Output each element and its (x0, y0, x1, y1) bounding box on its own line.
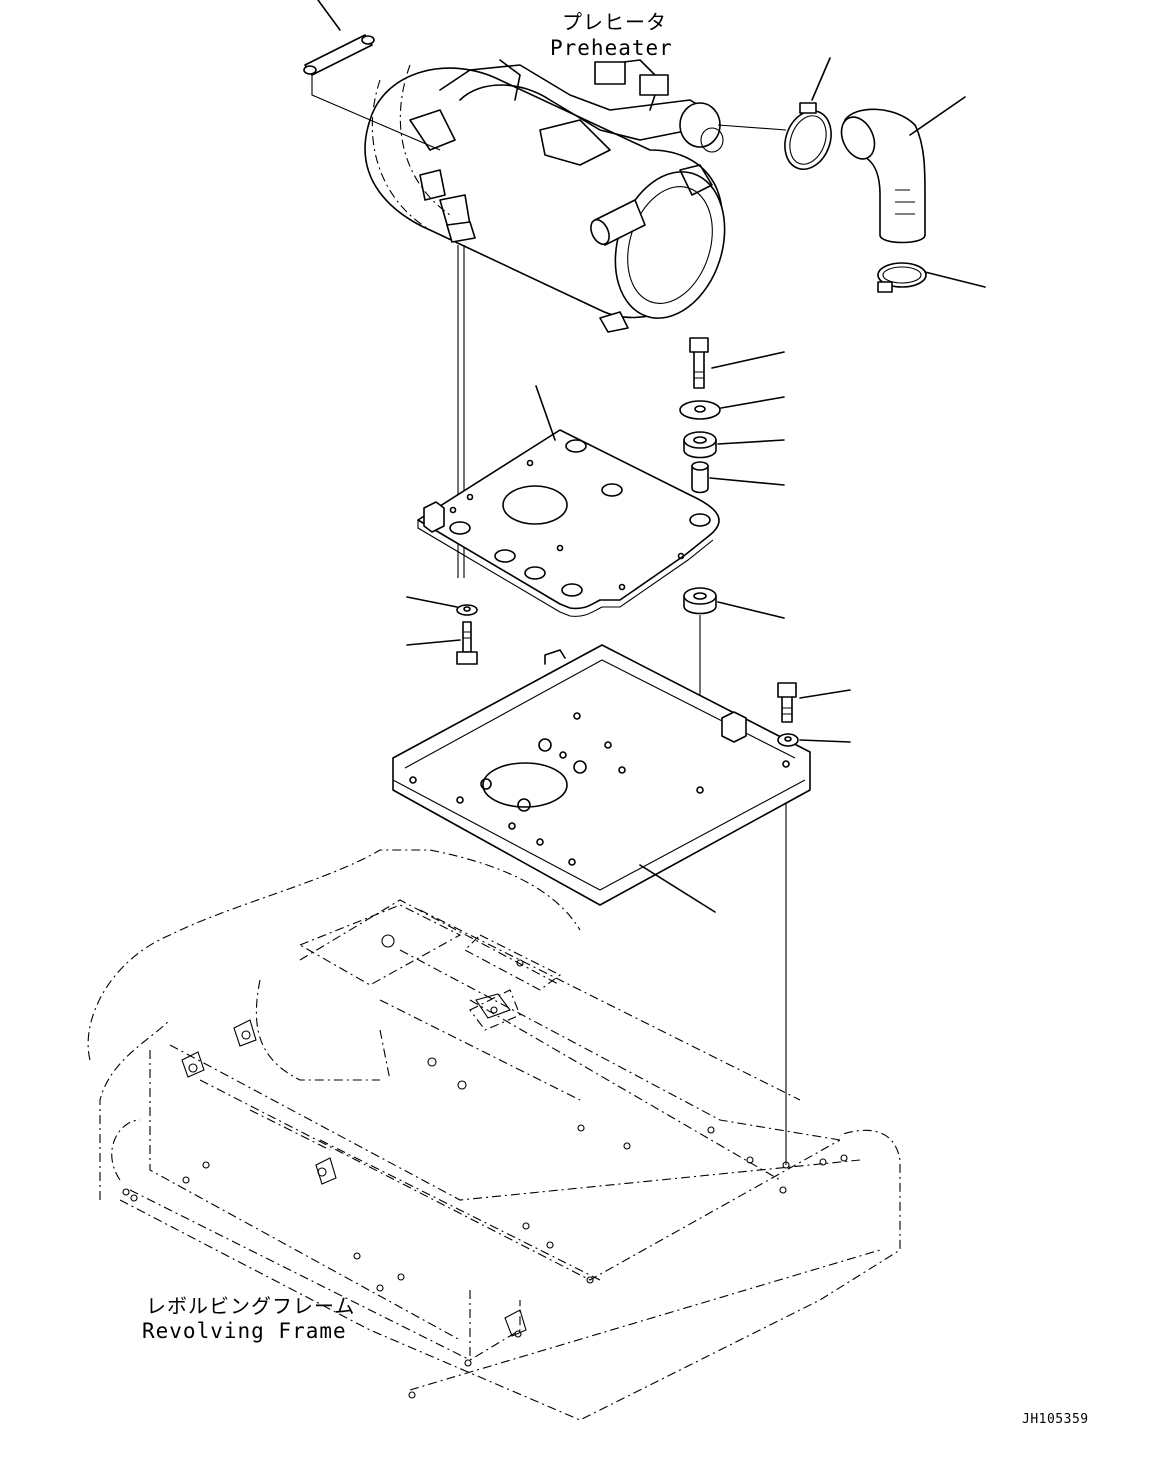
washer (679, 396, 785, 420)
strap-bracket (303, 0, 375, 76)
preheater (311, 59, 726, 333)
upper-mounting-plate (417, 385, 720, 617)
lower-tray (392, 644, 811, 913)
rubber-mount-lower (683, 587, 785, 619)
preheater-label-jp: プレヒータ (562, 10, 667, 34)
revolving-frame (87, 849, 901, 1421)
collar (691, 461, 785, 494)
hose-clamp-lower (877, 262, 986, 293)
right-bolt (777, 682, 851, 723)
left-washer (406, 596, 478, 616)
frame-label-en: Revolving Frame (142, 1319, 347, 1343)
right-washer (777, 733, 851, 747)
rubber-mount-upper (683, 431, 785, 459)
drawing-code: JH105359 (1022, 1412, 1089, 1427)
frame-label-jp: レボルビングフレーム (146, 1294, 356, 1318)
left-bolt (406, 621, 478, 665)
elbow-hose (840, 96, 966, 244)
preheater-label-en: Preheater (550, 36, 673, 60)
mount-bolt (689, 337, 785, 389)
hose-clamp-upper (717, 57, 832, 170)
